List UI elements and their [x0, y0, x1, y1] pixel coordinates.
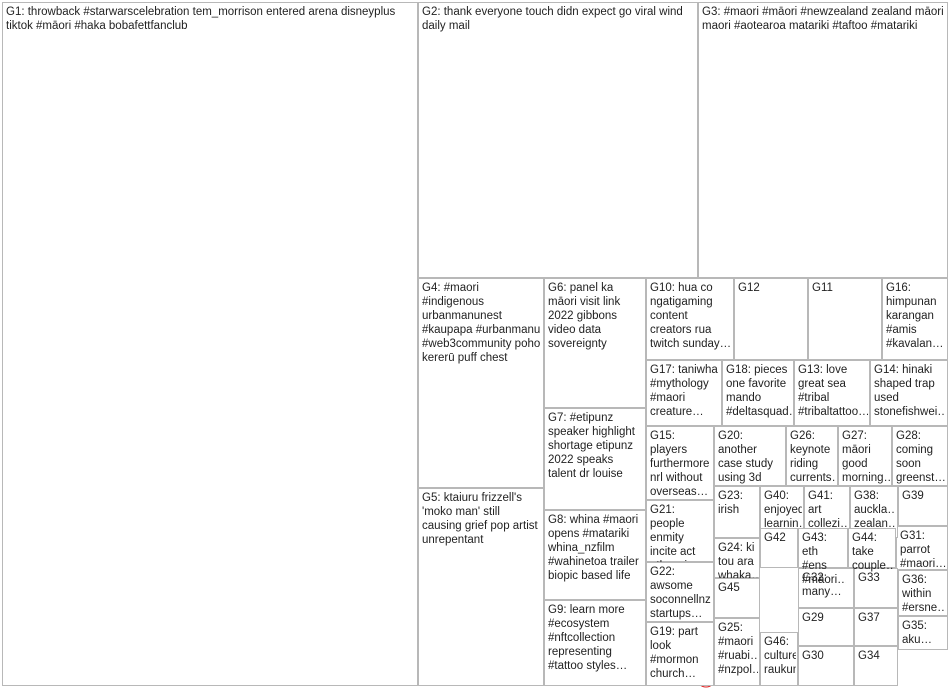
group-panel-g3: G3: #maori #māori #newzealand zealand mā… [698, 2, 948, 278]
group-panel-g34: G34 [854, 646, 898, 686]
group-label: G33 [858, 572, 880, 584]
group-panel-g37: G37 [854, 608, 898, 646]
group-label: G43: eth #ens #māori… [802, 532, 846, 586]
group-panel-g33: G33 [854, 568, 898, 608]
group-label: G13: love great sea #tribal #tribaltatto… [798, 364, 868, 418]
group-panel-g7: G7: #etipunz speaker highlight shortage … [544, 408, 646, 510]
group-panel-g46: G46: culture raukum… [760, 632, 798, 686]
group-panel-g4: G4: #maori #indigenous urbanmanunest #ka… [418, 278, 544, 488]
group-label: G26: keynote riding currents… [790, 430, 836, 484]
group-panel-g36: G36: within #ersne… [898, 570, 948, 616]
group-label: G25: #maori #ruabi… #nzpol… [718, 622, 758, 676]
group-label: G1: throwback #starwarscelebration tem_m… [6, 6, 399, 32]
group-label: G14: hinaki shaped trap used stonefishwe… [874, 364, 946, 418]
group-panel-g8: G8: whina #maori opens #matariki whina_n… [544, 510, 646, 600]
group-panel-g23: G23: irish [714, 486, 760, 538]
group-panel-g9: G9: learn more #ecosystem #nftcollection… [544, 600, 646, 686]
group-label: G34 [858, 650, 880, 662]
group-panel-g41: G41: art collezi… scettro… [804, 486, 850, 544]
group-panel-g20: G20: another case study using 3d scannin… [714, 426, 786, 498]
group-label: G10: hua co ngatigaming content creators… [650, 282, 732, 350]
group-label: G5: ktaiuru frizzell's 'moko man' still … [422, 492, 541, 546]
group-panel-g29: G29 [798, 608, 854, 646]
group-panel-g31: G31: parrot #maori… [896, 526, 948, 570]
group-label: G35: aku… [902, 620, 933, 646]
group-panel-g22: G22: awsome soconnellnz startups… [646, 562, 714, 622]
group-label: G23: irish [718, 490, 747, 516]
group-label: G27: māori good morning… [842, 430, 890, 484]
group-panel-g13: G13: love great sea #tribal #tribaltatto… [794, 360, 870, 426]
group-label: G17: taniwha #mythology #maori creature… [650, 364, 718, 418]
group-label: G42 [764, 532, 786, 544]
group-label: G36: within #ersne… [902, 574, 946, 614]
group-label: G44: take couple… [852, 532, 894, 572]
group-panel-g30: G30 [798, 646, 854, 686]
group-panel-g39: G39 [898, 486, 948, 526]
group-label: G22: awsome soconnellnz startups… [650, 566, 711, 620]
group-label: G12 [738, 282, 760, 294]
group-panel-g32: G32: many… [798, 568, 854, 608]
group-panel-g19: G19: part look #mormon church… [646, 622, 714, 686]
group-label: G6: panel ka māori visit link 2022 gibbo… [548, 282, 624, 350]
group-panel-g16: G16: himpunan karangan #amis #kavalan… [882, 278, 948, 360]
group-label: G2: thank everyone touch didn expect go … [422, 6, 687, 32]
group-panel-g2: G2: thank everyone touch didn expect go … [418, 2, 698, 278]
group-panel-g35: G35: aku… [898, 616, 948, 650]
group-label: G3: #maori #māori #newzealand zealand mā… [702, 6, 944, 32]
group-panel-g24: G24: ki tou ara whaka… mangai… [714, 538, 760, 596]
group-label: G32: many… [802, 572, 842, 598]
group-label: G46: culture raukum… [764, 636, 796, 676]
group-label: G30 [802, 650, 824, 662]
group-label: G4: #maori #indigenous urbanmanunest #ka… [422, 282, 541, 364]
group-label: G45 [718, 582, 740, 594]
group-label: G18: pieces one favorite mando #deltasqu… [726, 364, 792, 418]
group-panel-g44: G44: take couple… [848, 528, 896, 572]
group-panel-g17: G17: taniwha #mythology #maori creature… [646, 360, 722, 426]
group-label: G16: himpunan karangan #amis #kavalan… [886, 282, 944, 350]
group-label: G9: learn more #ecosystem #nftcollection… [548, 604, 628, 672]
group-label: G40: enjoyed learnin… [764, 490, 802, 530]
group-panel-g15: G15: players furthermore nrl without ove… [646, 426, 714, 500]
group-panel-g45: G45 [714, 578, 760, 618]
group-label: G11 [812, 282, 833, 294]
group-label: G28: coming soon greenst… [896, 430, 946, 484]
group-panel-g21: G21: people enmity incite act otherwise… [646, 500, 714, 572]
group-panel-g11: G11 [808, 278, 882, 360]
group-panel-g43: G43: eth #ens #māori… [798, 528, 848, 586]
group-panel-g25: G25: #maori #ruabi… #nzpol… [714, 618, 760, 686]
group-panel-g6: G6: panel ka māori visit link 2022 gibbo… [544, 278, 646, 408]
group-panel-g28: G28: coming soon greenst… [892, 426, 948, 486]
group-label: G38: auckla… zealan… [854, 490, 896, 530]
group-label: G19: part look #mormon church… [650, 626, 702, 680]
group-label: G15: players furthermore nrl without ove… [650, 430, 710, 498]
group-panel-g12: G12 [734, 278, 808, 360]
group-label: G7: #etipunz speaker highlight shortage … [548, 412, 639, 480]
group-label: G8: whina #maori opens #matariki whina_n… [548, 514, 642, 582]
group-panel-g5: G5: ktaiuru frizzell's 'moko man' still … [418, 488, 544, 686]
group-panel-g10: G10: hua co ngatigaming content creators… [646, 278, 734, 360]
group-panel-g14: G14: hinaki shaped trap used stonefishwe… [870, 360, 948, 426]
group-label: G31: parrot #maori… [900, 530, 946, 570]
group-panel-g26: G26: keynote riding currents… [786, 426, 838, 486]
group-panel-g18: G18: pieces one favorite mando #deltasqu… [722, 360, 794, 426]
group-label: G29 [802, 612, 824, 624]
group-panel-g1: G1: throwback #starwarscelebration tem_m… [2, 2, 418, 686]
group-label: G39 [902, 490, 924, 502]
group-panel-g27: G27: māori good morning… [838, 426, 892, 486]
group-panel-g42: G42 [760, 528, 798, 568]
group-label: G37 [858, 612, 880, 624]
